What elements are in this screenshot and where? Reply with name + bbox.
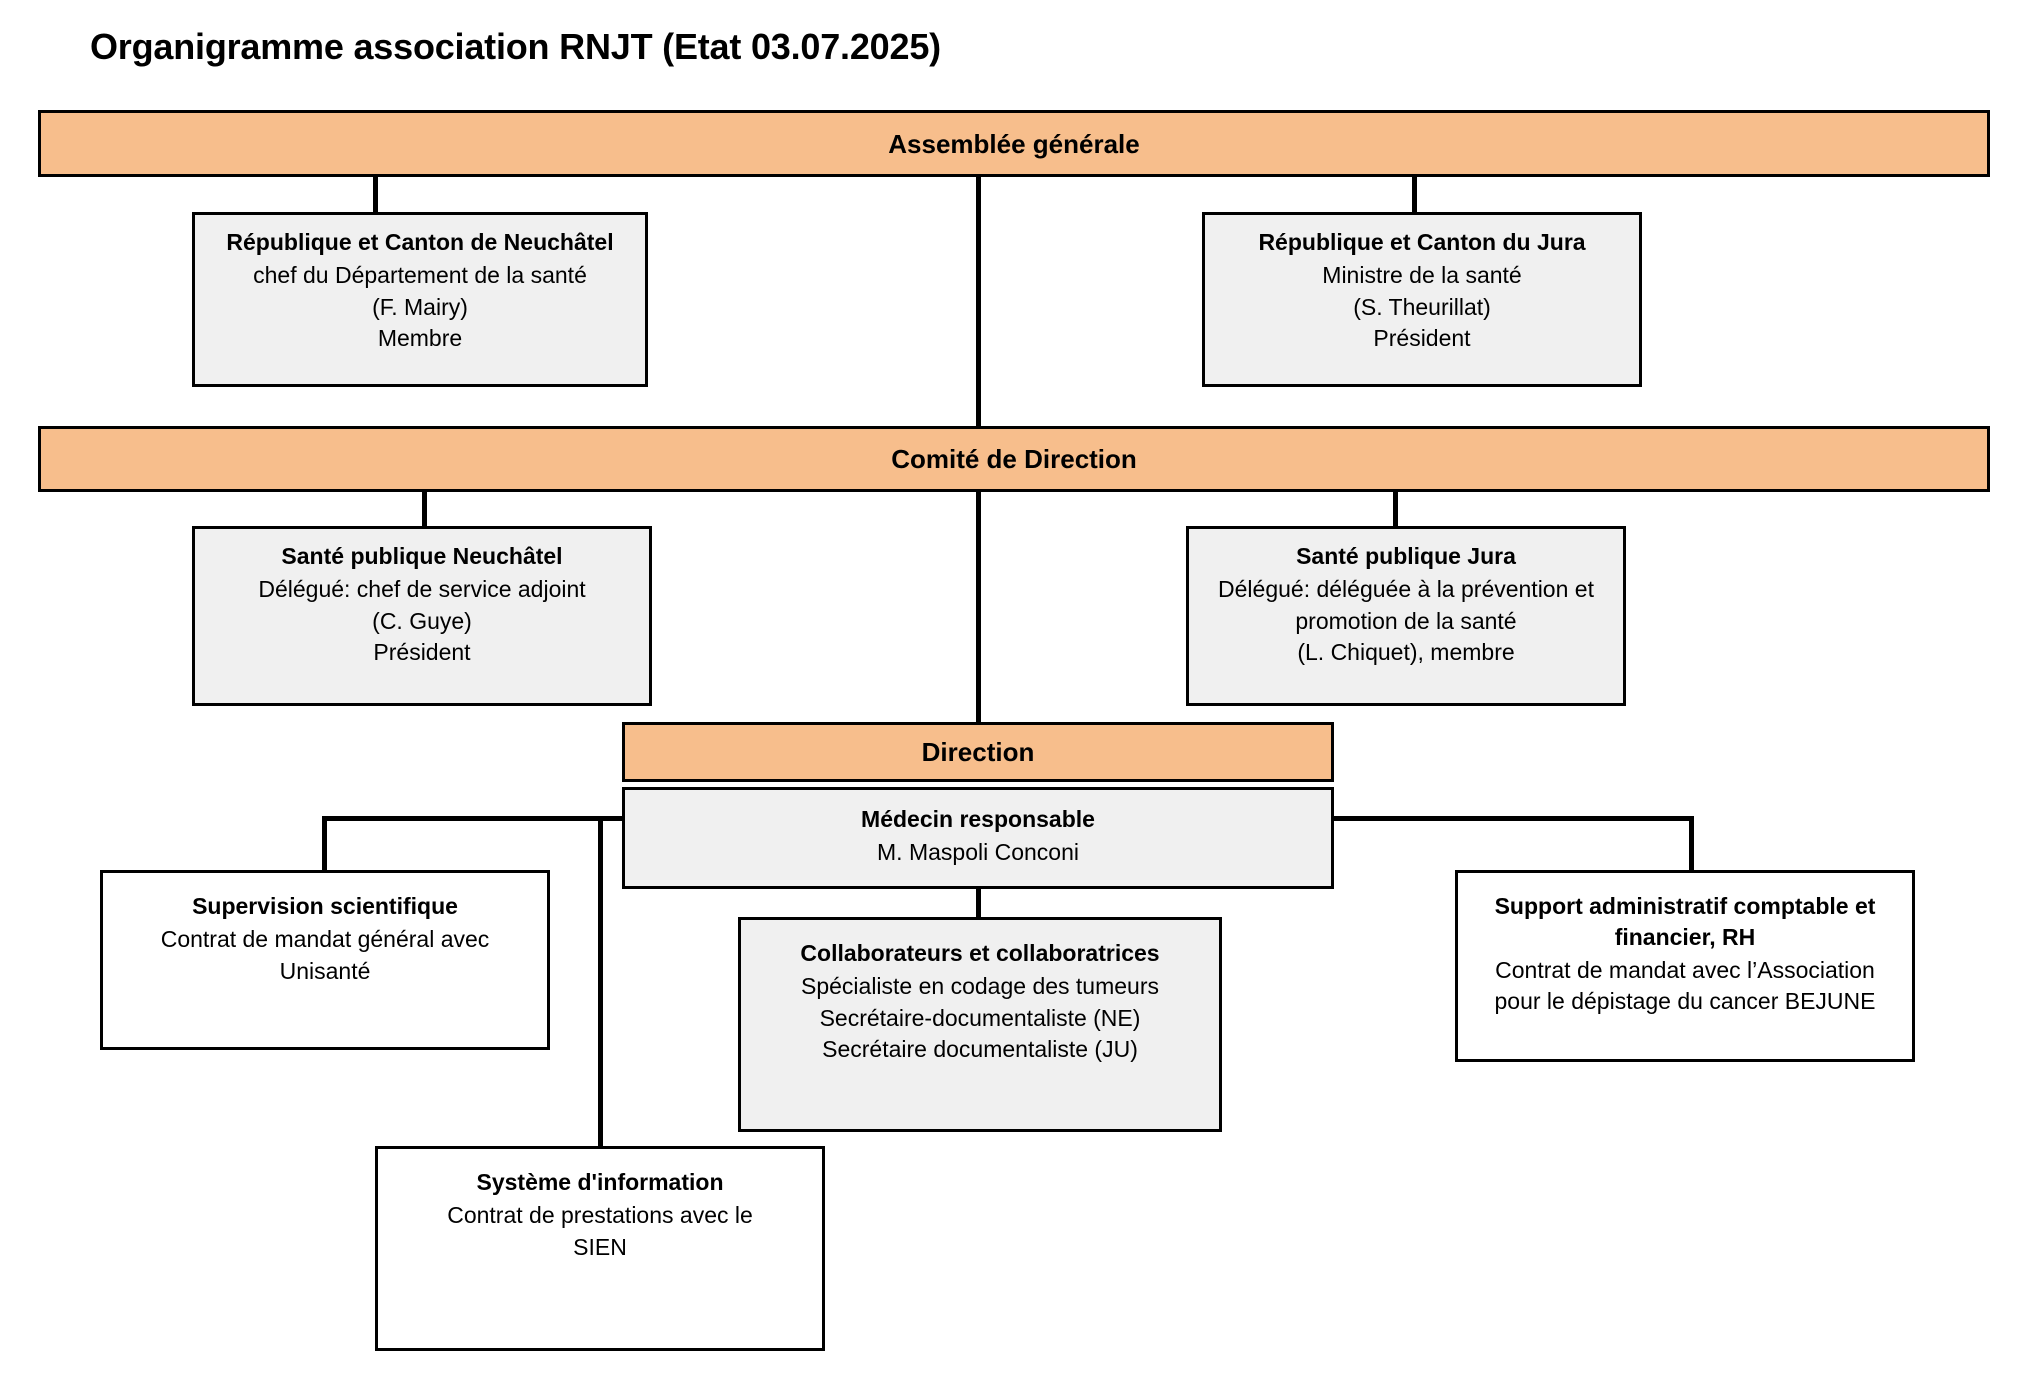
box-sante-publique-neuchatel-line-3: Président bbox=[373, 639, 471, 666]
connector-assemblee-to-neuchatel bbox=[373, 177, 378, 220]
box-republique-canton-neuchatel-title: République et Canton de Neuchâtel bbox=[226, 229, 614, 255]
box-systeme-information-line-1: Contrat de prestations avec le bbox=[447, 1201, 753, 1228]
box-sante-publique-neuchatel-line-1: Délégué: chef de service adjoint bbox=[258, 575, 586, 602]
box-sante-publique-jura[interactable]: Santé publique Jura Délégué: déléguée à … bbox=[1186, 526, 1626, 706]
connector-to-supervision-scientifique bbox=[322, 816, 327, 872]
box-sante-publique-jura-line-3: (L. Chiquet), membre bbox=[1297, 639, 1515, 666]
connector-direction-to-collaborateurs bbox=[976, 889, 981, 919]
box-direction-label: Direction bbox=[921, 737, 1035, 767]
connector-direction-right-trunk bbox=[1334, 816, 1694, 821]
box-republique-canton-neuchatel-line-3: Membre bbox=[377, 325, 463, 352]
connector-comite-to-sante-ne bbox=[422, 492, 427, 530]
box-medecin-responsable[interactable]: Médecin responsable M. Maspoli Conconi bbox=[622, 787, 1334, 889]
box-republique-canton-neuchatel[interactable]: République et Canton de Neuchâtel chef d… bbox=[192, 212, 648, 387]
box-sante-publique-jura-title: Santé publique Jura bbox=[1296, 543, 1516, 569]
connector-comite-to-direction bbox=[976, 492, 981, 722]
box-support-administratif-title: Support administratif comptable et finan… bbox=[1494, 893, 1876, 950]
box-collaborateurs-title: Collaborateurs et collaboratrices bbox=[800, 940, 1160, 966]
connector-direction-left-trunk bbox=[322, 816, 624, 821]
connector-to-support-administratif bbox=[1689, 816, 1694, 872]
box-supervision-scientifique[interactable]: Supervision scientifique Contrat de mand… bbox=[100, 870, 550, 1050]
box-support-administratif[interactable]: Support administratif comptable et finan… bbox=[1455, 870, 1915, 1062]
box-supervision-scientifique-title: Supervision scientifique bbox=[192, 893, 458, 919]
box-sante-publique-neuchatel-line-2: (C. Guye) bbox=[372, 607, 472, 634]
box-republique-canton-jura[interactable]: République et Canton du Jura Ministre de… bbox=[1202, 212, 1642, 387]
page-title: Organigramme association RNJT (Etat 03.0… bbox=[90, 26, 941, 67]
box-support-administratif-line-2: pour le dépistage du cancer BEJUNE bbox=[1494, 988, 1876, 1015]
box-direction[interactable]: Direction bbox=[622, 722, 1334, 782]
box-support-administratif-line-1: Contrat de mandat avec l’Association bbox=[1495, 956, 1875, 983]
box-assemblee-generale[interactable]: Assemblée générale bbox=[38, 110, 1990, 177]
box-systeme-information-title: Système d'information bbox=[476, 1169, 724, 1195]
box-republique-canton-jura-line-1: Ministre de la santé bbox=[1322, 261, 1522, 288]
box-supervision-scientifique-line-2: Unisanté bbox=[279, 957, 371, 984]
box-collaborateurs-line-1: Spécialiste en codage des tumeurs bbox=[801, 972, 1159, 999]
box-sante-publique-neuchatel-title: Santé publique Neuchâtel bbox=[281, 543, 563, 569]
box-supervision-scientifique-line-1: Contrat de mandat général avec bbox=[160, 925, 490, 952]
box-republique-canton-neuchatel-line-2: (F. Mairy) bbox=[372, 293, 468, 320]
box-medecin-responsable-line-1: M. Maspoli Conconi bbox=[877, 838, 1079, 865]
box-republique-canton-jura-line-2: (S. Theurillat) bbox=[1353, 293, 1491, 320]
box-comite-de-direction[interactable]: Comité de Direction bbox=[38, 426, 1990, 492]
box-systeme-information-line-2: SIEN bbox=[573, 1233, 627, 1260]
box-collaborateurs[interactable]: Collaborateurs et collaboratrices Spécia… bbox=[738, 917, 1222, 1132]
connector-comite-to-sante-ju bbox=[1393, 492, 1398, 530]
box-republique-canton-jura-line-3: Président bbox=[1373, 325, 1471, 352]
box-medecin-responsable-title: Médecin responsable bbox=[861, 806, 1095, 832]
box-collaborateurs-line-2: Secrétaire-documentaliste (NE) bbox=[819, 1004, 1141, 1031]
box-comite-de-direction-label: Comité de Direction bbox=[891, 444, 1137, 474]
box-republique-canton-neuchatel-line-1: chef du Département de la santé bbox=[253, 261, 587, 288]
box-assemblee-generale-label: Assemblée générale bbox=[888, 128, 1140, 159]
box-sante-publique-neuchatel[interactable]: Santé publique Neuchâtel Délégué: chef d… bbox=[192, 526, 652, 706]
box-collaborateurs-line-3: Secrétaire documentaliste (JU) bbox=[822, 1036, 1138, 1063]
box-sante-publique-jura-line-1: Délégué: déléguée à la prévention et bbox=[1218, 575, 1594, 602]
box-systeme-information[interactable]: Système d'information Contrat de prestat… bbox=[375, 1146, 825, 1351]
box-republique-canton-jura-title: République et Canton du Jura bbox=[1258, 229, 1586, 255]
box-sante-publique-jura-line-2: promotion de la santé bbox=[1295, 607, 1517, 634]
connector-assemblee-to-comite bbox=[976, 177, 981, 427]
connector-assemblee-to-jura bbox=[1412, 177, 1417, 220]
connector-to-systeme-information bbox=[598, 816, 603, 1146]
